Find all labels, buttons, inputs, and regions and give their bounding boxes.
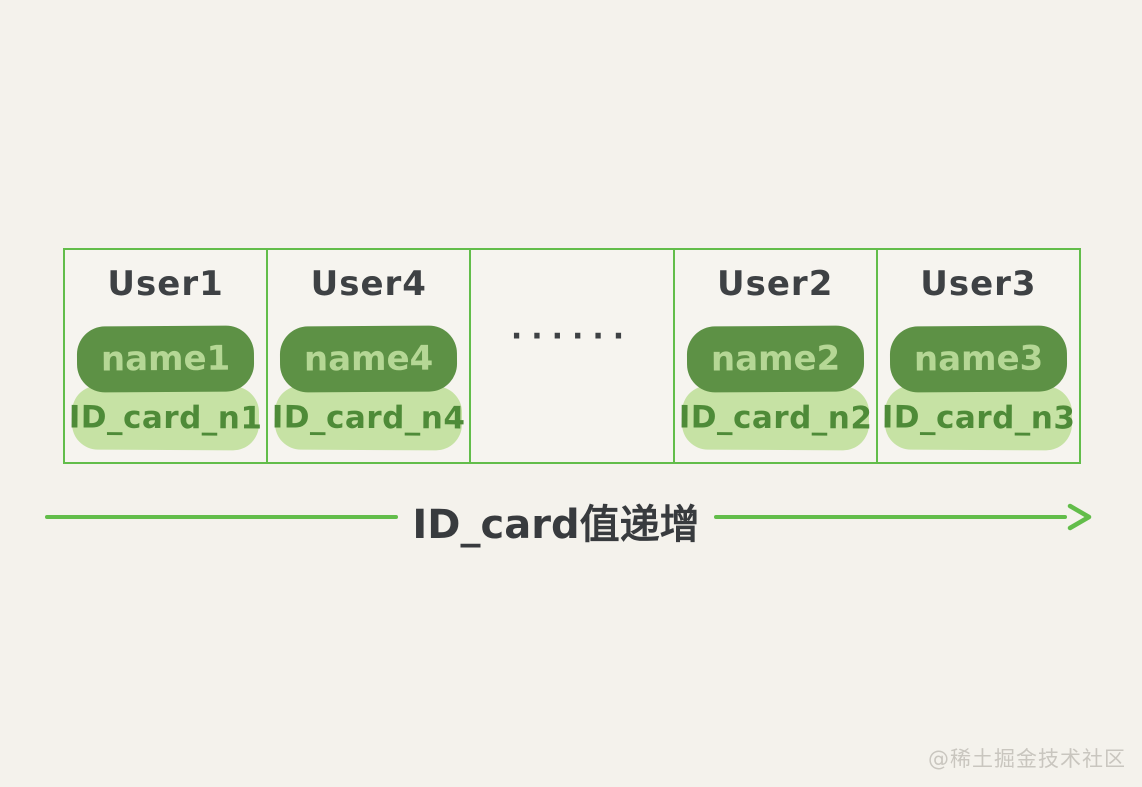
id-card-pill: ID_card_n3 [881, 385, 1075, 451]
id-card-increasing-axis: ID_card值递增 [45, 488, 1095, 548]
watermark: @稀土掘金技术社区 [928, 747, 1126, 771]
axis-label: ID_card值递增 [412, 502, 700, 548]
record-title: User4 [310, 264, 427, 304]
name-pill: name2 [686, 325, 865, 393]
record-cell-user4: User4 name4 ID_card_n4 [268, 250, 472, 462]
name-pill: name3 [889, 325, 1068, 393]
axis-line-right [713, 515, 1067, 519]
id-card-pill: ID_card_n4 [272, 385, 466, 451]
pill-stack: name1 ID_card_n1 [69, 325, 263, 451]
record-title: User1 [107, 264, 224, 304]
record-cell-user3: User3 name3 ID_card_n3 [878, 250, 1079, 462]
record-cell-user2: User2 name2 ID_card_n2 [675, 250, 878, 462]
axis-line-left [45, 515, 399, 519]
record-cell-user1: User1 name1 ID_card_n1 [65, 250, 269, 462]
id-card-pill: ID_card_n2 [678, 385, 872, 451]
name-pill: name4 [279, 325, 458, 393]
ellipsis-dots: ······ [510, 319, 634, 354]
id-card-pill: ID_card_n1 [69, 385, 263, 451]
arrow-head-icon [1067, 503, 1092, 531]
record-title: User2 [717, 264, 834, 304]
pill-stack: name3 ID_card_n3 [881, 325, 1075, 451]
pill-stack: name4 ID_card_n4 [272, 325, 466, 451]
record-cell-ellipsis: ······ [471, 250, 675, 462]
pill-stack: name2 ID_card_n2 [678, 325, 872, 451]
record-table: User1 name1 ID_card_n1 User4 name4 ID_ca… [63, 248, 1081, 464]
record-title: User3 [920, 264, 1037, 304]
name-pill: name1 [76, 325, 255, 393]
